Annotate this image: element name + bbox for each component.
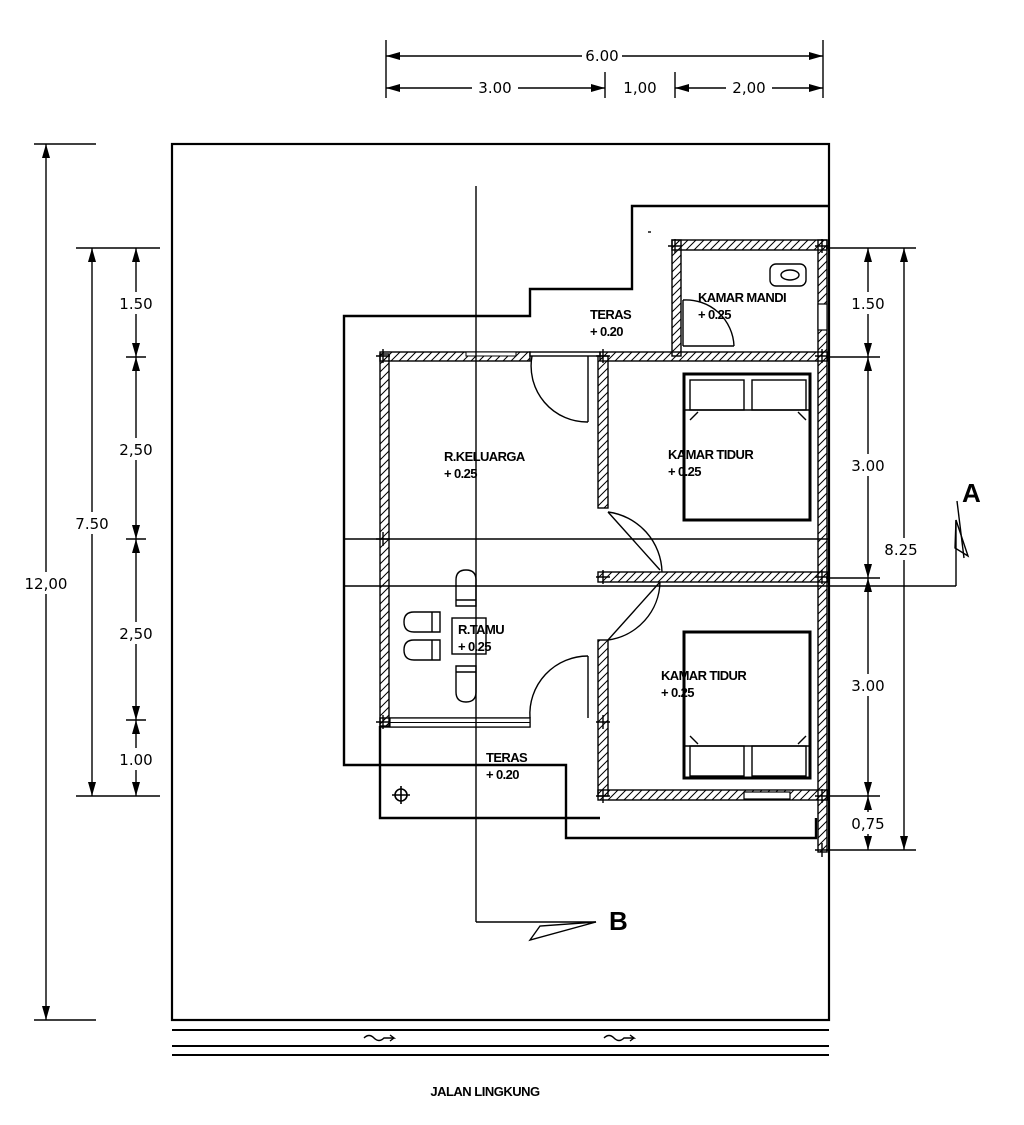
dim-top-right: 2,00 <box>732 79 765 97</box>
toilet <box>769 263 807 287</box>
room-teras-front-level: + 0.20 <box>486 767 519 782</box>
room-kamar-tidur-1-level: + 0.25 <box>668 464 701 479</box>
dim-right-seg3: 3.00 <box>851 677 884 695</box>
bed-bedroom-2 <box>682 630 812 780</box>
room-keluarga-name: R.KELUARGA <box>444 449 526 464</box>
dim-right-seg2: 3.00 <box>851 457 884 475</box>
dim-left-seg4: 1.00 <box>119 751 152 769</box>
dim-right-seg4: 0,75 <box>851 815 884 833</box>
dim-left-total: 12,00 <box>25 575 68 593</box>
right-dimensions: 1.50 3.00 3.00 0,75 8.25 <box>826 247 926 851</box>
room-teras-front-name: TERAS <box>486 750 528 765</box>
dim-left-seg2: 2,50 <box>119 441 152 459</box>
dim-left-subtotal: 7.50 <box>75 515 108 533</box>
room-kamar-tidur-2-name: KAMAR TIDUR <box>661 668 747 683</box>
bed-bedroom-1 <box>682 372 812 522</box>
room-tamu-level: + 0.25 <box>458 639 491 654</box>
section-marker-b: B <box>609 906 628 936</box>
dim-top-left: 3.00 <box>478 79 511 97</box>
dim-top-mid: 1,00 <box>623 79 656 97</box>
room-tamu-name: R.TAMU <box>458 622 504 637</box>
section-lines <box>344 186 970 942</box>
room-teras-back-level: + 0.20 <box>590 324 623 339</box>
front-terrace-outline <box>378 726 600 820</box>
top-dimensions: 6.00 3.00 1,00 2,00 <box>385 40 824 98</box>
section-marker-a: A <box>962 478 981 508</box>
dim-right-total: 8.25 <box>884 541 917 559</box>
column-markers <box>376 239 829 857</box>
site-boundary <box>170 142 831 1022</box>
room-kamar-tidur-1-name: KAMAR TIDUR <box>668 447 754 462</box>
room-kamar-mandi-level: + 0.25 <box>698 307 731 322</box>
dim-top-total: 6.00 <box>585 47 618 65</box>
room-kamar-tidur-2-level: + 0.25 <box>661 685 694 700</box>
roof-outline <box>342 204 829 840</box>
dim-left-seg3: 2,50 <box>119 625 152 643</box>
level-marker <box>392 786 410 804</box>
road-label: JALAN LINGKUNG <box>430 1084 540 1099</box>
doors <box>529 299 735 719</box>
room-labels: TERAS + 0.20 KAMAR MANDI + 0.25 R.KELUAR… <box>444 290 787 782</box>
dim-right-seg1: 1.50 <box>851 295 884 313</box>
left-dimensions: 12,00 7.50 1.50 2,50 2,50 1.00 <box>22 143 160 1021</box>
room-keluarga-level: + 0.25 <box>444 466 477 481</box>
room-teras-back-name: TERAS <box>590 307 632 322</box>
road <box>172 1029 829 1056</box>
windows <box>389 303 828 800</box>
room-kamar-mandi-name: KAMAR MANDI <box>698 290 786 305</box>
dim-left-seg1: 1.50 <box>119 295 152 313</box>
